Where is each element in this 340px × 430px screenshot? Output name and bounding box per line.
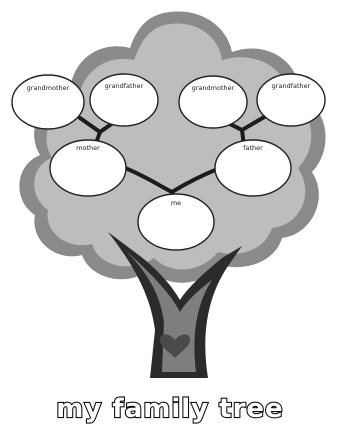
node-grandmother-right: grandmother — [179, 76, 247, 128]
node-father: father — [215, 140, 291, 196]
node-grandfather-left: grandfather — [90, 74, 158, 126]
node-me: me — [138, 194, 214, 250]
node-label: grandfather — [272, 82, 311, 90]
node-label: mother — [76, 144, 100, 152]
node-grandfather-right: grandfather — [257, 74, 325, 126]
node-label: father — [243, 144, 263, 152]
node-mother: mother — [50, 140, 126, 196]
node-grandmother-left: grandmother — [12, 75, 84, 129]
node-label: grandmother — [27, 84, 70, 92]
page-title: my family tree — [56, 394, 283, 424]
node-label: grandfather — [105, 82, 144, 90]
node-label: grandmother — [192, 84, 235, 92]
node-label: me — [171, 199, 181, 207]
